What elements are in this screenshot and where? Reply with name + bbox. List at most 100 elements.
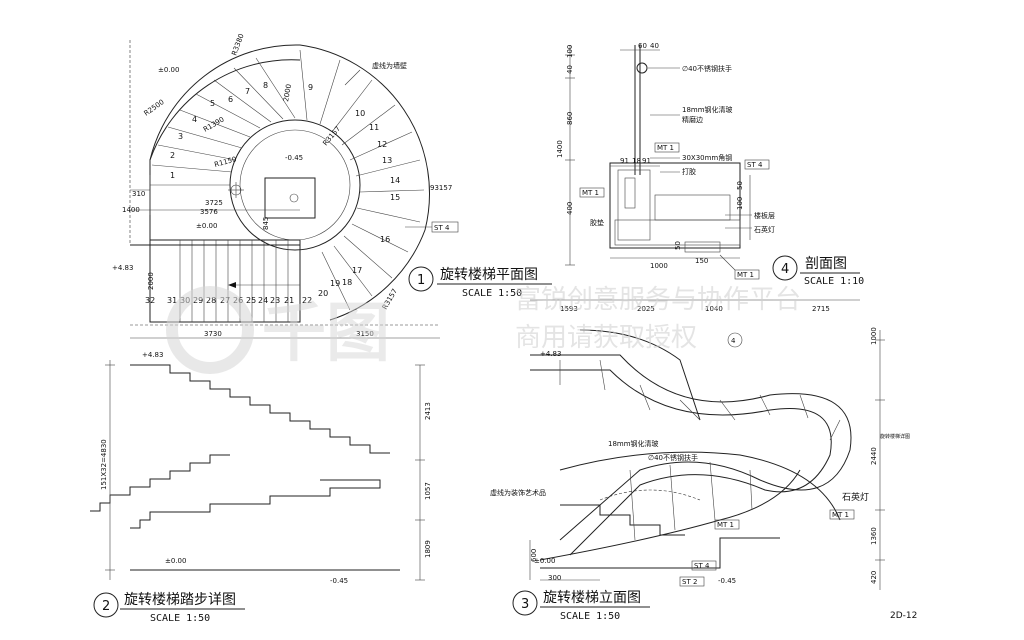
plan-dim-4: 3576 — [200, 208, 218, 216]
step-num: 28 — [206, 296, 216, 305]
title-text-3: 旋转楼梯立面图 — [543, 590, 641, 606]
watermark-logo-text: 千图 — [262, 297, 390, 371]
section-dim: 150 — [695, 257, 708, 265]
step-num: 2 — [170, 151, 175, 160]
plan-dim-5: 310 — [132, 190, 145, 198]
elev-dim-right: 2440 — [870, 447, 878, 465]
elev-dim-top: 1040 — [705, 305, 723, 313]
step-num: 11 — [369, 123, 379, 132]
step-num: 13 — [382, 156, 392, 165]
elev-tag-1: MT 1 — [717, 521, 734, 529]
elev-dim-top: 1593 — [560, 305, 578, 313]
plan-dim-2: 1400 — [122, 206, 140, 214]
title-block-1: 1 旋转楼梯平面图 SCALE 1:50 — [408, 266, 552, 299]
plan-radius-4: R1150 — [213, 155, 237, 169]
detail-level-n045: -0.45 — [330, 577, 348, 585]
step-num: 17 — [352, 266, 362, 275]
section-dim: 400 — [566, 202, 574, 215]
section-tag-1: MT 1 — [657, 144, 674, 152]
section-dim: 91 — [642, 157, 651, 165]
section-edge: 精磨边 — [682, 115, 703, 124]
detail-dim: 1057 — [424, 482, 432, 500]
plan-dim-1: 2000 — [282, 83, 293, 102]
step-num: 29 — [193, 296, 203, 305]
step-num: 22 — [302, 296, 312, 305]
section-dim: 18 — [632, 157, 641, 165]
detail-level-top: +4.83 — [142, 351, 163, 359]
title-text-1: 旋转楼梯平面图 — [440, 267, 538, 283]
plan-radius-2: R2500 — [143, 98, 166, 118]
plan-drawing: 虚线为墙壁 ±0.00 -0.45 ±0.00 +4.83 R3380 R250… — [112, 33, 459, 339]
step-num: 18 — [342, 278, 352, 287]
section-glue: 打胶 — [682, 167, 696, 176]
step-num: 5 — [210, 99, 215, 108]
step-num: 25 — [246, 296, 256, 305]
elev-dim-top: 2715 — [812, 305, 830, 313]
elev-tag-2: MT 1 — [832, 511, 849, 519]
section-dim: 860 — [566, 112, 574, 125]
elevation-drawing: 4 +4.83 ±0.00 -0.45 18mm钢化清玻 ∅40不锈钢扶手 虚线… — [490, 299, 910, 590]
step-num: 9 — [308, 83, 313, 92]
plan-radius-1: R3380 — [230, 33, 245, 57]
elev-tag-4: ST 2 — [682, 578, 697, 586]
step-num: 10 — [355, 109, 365, 118]
title-scale-3: SCALE 1:50 — [560, 611, 620, 622]
section-tag-2: MT 1 — [582, 189, 599, 197]
section-dim: 50 — [736, 181, 744, 190]
plan-dim-6: 845 — [262, 217, 270, 230]
plan-dim-9: 3150 — [356, 330, 374, 338]
title-num-2: 2 — [102, 599, 110, 614]
elev-glass: 18mm钢化清玻 — [608, 439, 659, 448]
plan-dim-8: 3730 — [204, 330, 222, 338]
section-tag-4: MT 1 — [737, 271, 754, 279]
section-dim: 40 — [566, 65, 574, 74]
elev-quartz: 石英灯 — [842, 491, 869, 503]
section-dim: 40 — [650, 42, 659, 50]
title-num-3: 3 — [521, 597, 529, 612]
detail-dim: 151X32=4830 — [100, 439, 108, 490]
title-num-4: 4 — [781, 262, 789, 277]
detail-dim: 2413 — [424, 402, 432, 420]
step-num: 21 — [284, 296, 294, 305]
title-block-2: 2 旋转楼梯踏步详图 SCALE 1:50 — [93, 592, 245, 624]
plan-dim-7: 2000 — [147, 272, 155, 290]
section-quartz: 石英灯 — [754, 225, 775, 234]
plan-dim-10: 93157 — [430, 184, 452, 192]
section-dim: 91 — [620, 157, 629, 165]
title-scale-4: SCALE 1:10 — [804, 276, 864, 287]
plan-radius-3: R1390 — [202, 115, 226, 133]
step-num: 20 — [318, 289, 328, 298]
step-num: 12 — [377, 140, 387, 149]
title-scale-1: SCALE 1:50 — [462, 288, 522, 299]
step-num: 16 — [380, 235, 390, 244]
step-num: 24 — [258, 296, 268, 305]
detail-level-000: ±0.00 — [165, 557, 186, 565]
watermark-line1: 富锐创意服务与协作平台 — [515, 285, 801, 315]
title-block-3: 3 旋转楼梯立面图 SCALE 1:50 — [512, 590, 650, 622]
elev-handrail: ∅40不锈钢扶手 — [648, 453, 698, 462]
elev-level-483: +4.83 — [540, 350, 561, 358]
plan-level-483: +4.83 — [112, 264, 133, 272]
elev-level-000: ±0.00 — [534, 557, 555, 565]
step-num: 7 — [245, 87, 250, 96]
elev-dim-right: 1360 — [870, 527, 878, 545]
step-num: 15 — [390, 193, 400, 202]
plan-level-top: ±0.00 — [158, 66, 179, 74]
section-dim: 100 — [736, 197, 744, 210]
title-text-2: 旋转楼梯踏步详图 — [124, 592, 236, 608]
step-num: 8 — [263, 81, 268, 90]
section-tag-3: ST 4 — [747, 161, 763, 169]
section-board: 楼板层 — [754, 211, 775, 220]
step-num: 14 — [390, 176, 400, 185]
plan-note-wall: 虚线为墙壁 — [372, 61, 407, 70]
section-dim: 50 — [674, 241, 682, 250]
section-dim: 1400 — [556, 140, 564, 158]
step-num: 3 — [178, 132, 183, 141]
step-num: 6 — [228, 95, 233, 104]
elev-dim-right: 420 — [870, 571, 878, 584]
steps-detail-drawing: +4.83 ±0.00 -0.45 2413 1057 1809 151X32=… — [90, 351, 432, 585]
step-num: 23 — [270, 296, 280, 305]
section-glass: 18mm钢化清玻 — [682, 105, 733, 114]
elev-dim-bottom: 300 — [548, 574, 561, 582]
